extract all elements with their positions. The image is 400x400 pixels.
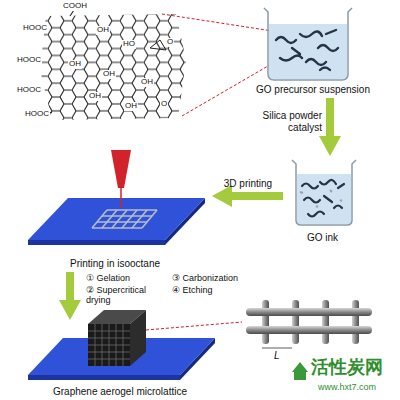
process-step: ③ Carbonization: [172, 274, 262, 284]
arrow-label: Silica powder catalyst: [246, 110, 322, 134]
functional-group: OH: [124, 102, 138, 111]
zoom-line: [146, 322, 242, 330]
liquid: [269, 24, 347, 79]
functional-group: COOH: [62, 2, 88, 11]
rod: [352, 300, 359, 344]
functional-group: HOOC: [16, 86, 42, 95]
liquid: [297, 174, 351, 224]
ink-filament: [120, 188, 122, 208]
cube-front: [88, 324, 130, 366]
printing-stage: [28, 150, 205, 245]
process-arrow: [66, 272, 74, 306]
watermark: www.hxt7.com: [318, 383, 376, 393]
plate-edge: [28, 375, 180, 380]
go-flakes: [276, 30, 338, 70]
printing-stage: Printing in isooctane: [20, 145, 210, 270]
go-flakes: [302, 180, 344, 217]
beaker-glass: [292, 160, 356, 225]
go-molecule: [36, 10, 186, 120]
process-arrow: [326, 98, 334, 142]
beaker-stage: GO ink: [285, 158, 360, 244]
beaker-glass: [264, 8, 352, 80]
dimension-line: [262, 348, 292, 349]
process-step: ④ Etching: [172, 286, 262, 296]
functional-group: HOOC: [22, 24, 48, 33]
beaker-stage: GO precursor suspension: [248, 2, 378, 96]
watermark: 活性炭网: [311, 358, 383, 378]
functional-group: OH: [88, 92, 102, 101]
rod: [262, 300, 269, 344]
process-step: ② Supercritical drying: [86, 286, 166, 306]
stage-caption: GO precursor suspension: [256, 84, 370, 96]
rod: [322, 300, 329, 344]
process-arrow: [226, 192, 283, 200]
rod: [246, 308, 372, 316]
stage-caption: Printing in isooctane: [70, 258, 160, 270]
silica-particles: [300, 190, 342, 207]
print-nozzle: [111, 150, 131, 188]
functional-group: OH: [140, 78, 154, 87]
carbon-lattice: [40, 14, 186, 120]
functional-group: OH: [68, 60, 82, 69]
functional-group: O: [160, 100, 168, 109]
watermark-logo: [292, 362, 308, 380]
stage-caption: GO ink: [307, 232, 338, 244]
beaker: [292, 160, 356, 225]
process-step: ① Gelation: [86, 274, 166, 284]
cube-side: [130, 310, 146, 366]
cube-grid: [88, 324, 130, 366]
arrow-label: 3D printing: [214, 178, 282, 190]
logo-roof: [292, 362, 308, 372]
rod: [246, 326, 372, 334]
rod: [292, 300, 299, 344]
stage-caption: Graphene aerogel microlattice: [53, 386, 187, 398]
dimension-label: L: [274, 350, 280, 361]
printed-lattice: [92, 210, 157, 228]
functional-group: HO: [122, 40, 136, 49]
epoxide-ring: [150, 40, 166, 50]
product-stage: Graphene aerogel microlattice: [20, 322, 220, 398]
beaker: [264, 8, 352, 80]
lattice-rods: [246, 300, 372, 348]
functional-group: OH: [96, 26, 110, 35]
logo-house: [294, 372, 306, 380]
functional-group: OH: [102, 70, 116, 79]
functional-group: HOOC: [24, 110, 50, 119]
substrate-plate: [28, 198, 205, 240]
product-stage: [28, 310, 215, 380]
functional-group: HOOC: [16, 56, 42, 65]
plate-edge: [28, 240, 165, 245]
functional-group: O: [166, 38, 174, 47]
